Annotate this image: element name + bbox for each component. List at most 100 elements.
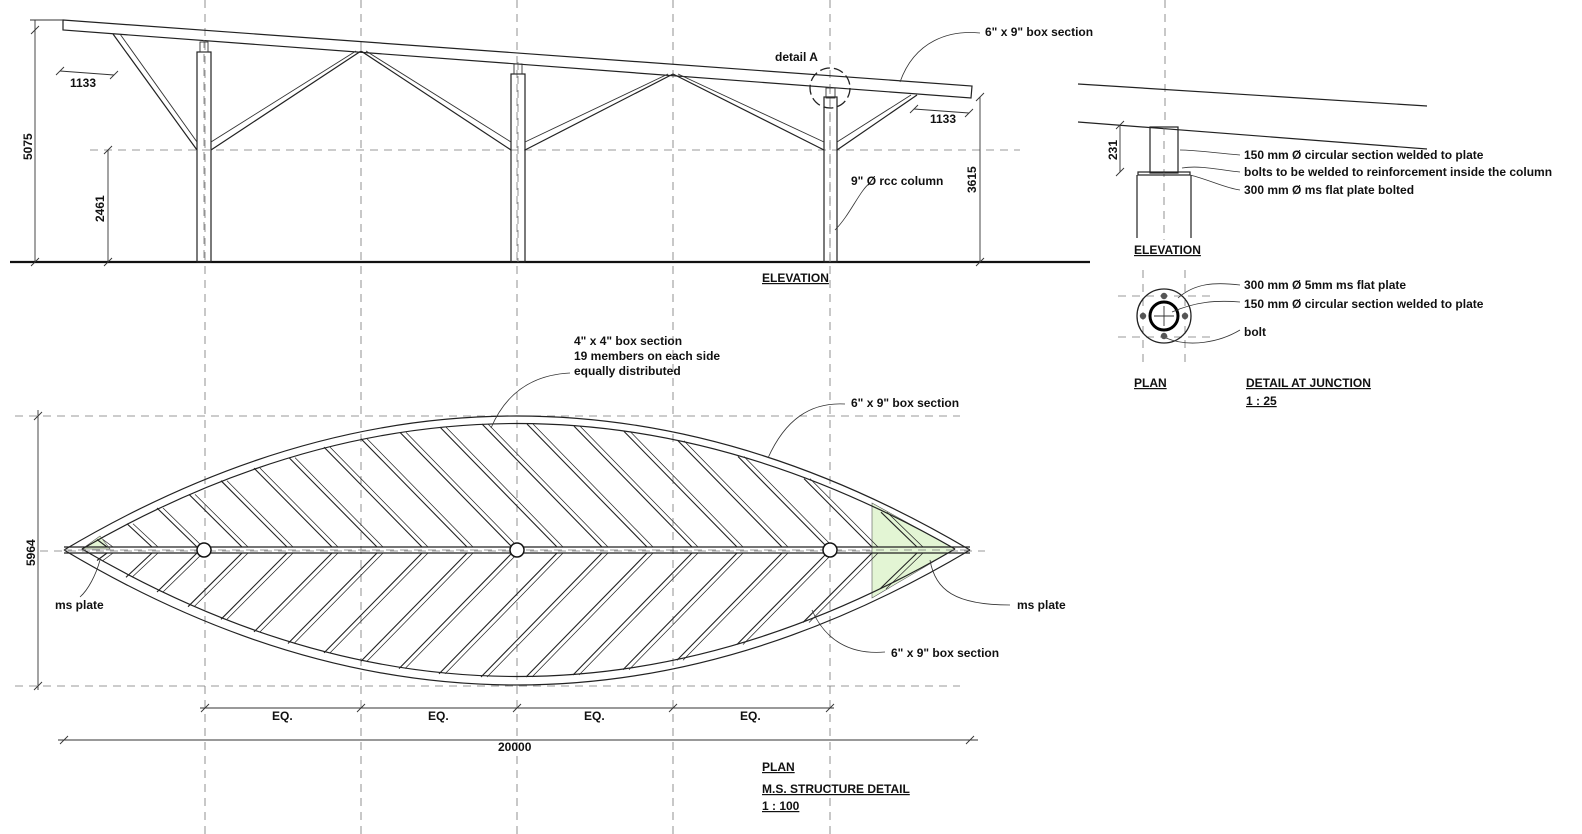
detail-plan-label-2: 150 mm Ø circular section welded to plat… xyxy=(1244,297,1484,311)
inner-top-edge xyxy=(81,422,956,550)
column-2 xyxy=(510,62,526,263)
diagonal-member xyxy=(623,430,738,548)
diagonal-member xyxy=(294,457,384,548)
diagonal-member xyxy=(572,552,693,676)
diagonal-member xyxy=(288,457,378,548)
diagonal-member xyxy=(126,523,153,548)
diagonal-member xyxy=(573,425,693,548)
members-label-2: 19 members on each side xyxy=(574,349,720,363)
outer-bottom-edge xyxy=(63,549,971,686)
detail-flat-plate xyxy=(1137,171,1191,176)
diagonal-member xyxy=(287,552,378,644)
diagonal-member xyxy=(622,552,738,671)
diagonal-member xyxy=(102,552,114,561)
beam-leader xyxy=(899,32,981,83)
detail-a-label: detail A xyxy=(775,50,818,64)
plan-column-3 xyxy=(822,542,838,558)
diagonal-member xyxy=(802,552,873,623)
diagonal-member xyxy=(439,426,558,548)
column-1 xyxy=(196,40,212,263)
diagonal-member xyxy=(525,552,648,678)
dim-20000: 20000 xyxy=(498,740,532,754)
bolt-east xyxy=(1181,312,1189,320)
detail-leader-2 xyxy=(1181,166,1241,173)
top-box-label: 6" x 9" box section xyxy=(851,396,959,410)
dim-eq-2: EQ. xyxy=(428,709,449,723)
detail-plan-label-1: 300 mm Ø 5mm ms flat plate xyxy=(1244,278,1406,292)
diagonal-member xyxy=(677,440,783,548)
diagonal-member xyxy=(366,552,474,662)
diagonal-member xyxy=(329,552,429,654)
diagonal-member xyxy=(323,446,423,548)
diagonal-member xyxy=(404,552,519,669)
diagonal-member xyxy=(736,552,828,645)
braces xyxy=(112,33,918,151)
diagonal-member xyxy=(366,438,474,548)
plan-subtitle: M.S. STRUCTURE DETAIL xyxy=(762,782,910,796)
diagonal-member xyxy=(405,432,519,548)
diagonal-member xyxy=(360,552,468,662)
diagonal-member xyxy=(444,552,564,675)
diagonal-member xyxy=(131,552,159,578)
ms-plate-right-leader xyxy=(929,559,1011,606)
dim-left-overhang: 1133 xyxy=(70,76,96,90)
diagonal-member xyxy=(156,552,198,593)
diagonal-member xyxy=(629,431,744,548)
diagonal-member xyxy=(125,552,153,578)
diagonal-member xyxy=(102,539,114,548)
diagonal-member xyxy=(879,552,918,590)
detail-a-marker xyxy=(809,67,851,109)
diagonal-member xyxy=(737,456,828,548)
outer-top-edge xyxy=(63,415,971,551)
detail-plan-leader-3 xyxy=(1165,329,1241,344)
ms-plate-left-shape xyxy=(81,535,111,550)
diagonal-member xyxy=(886,511,924,548)
diagonal-member xyxy=(743,456,834,548)
plan-title: PLAN xyxy=(762,760,795,774)
detail-plan-leader-1 xyxy=(1177,283,1241,299)
diagonal-member xyxy=(226,480,294,548)
column-3 xyxy=(823,86,838,263)
diagonal-member xyxy=(220,552,288,620)
diagonal-member xyxy=(132,523,159,548)
bolt-south xyxy=(1160,332,1168,340)
bolt-north xyxy=(1160,292,1168,300)
ms-plate-left-label: ms plate xyxy=(55,598,104,612)
diagonal-member xyxy=(323,552,423,654)
diagonal-member xyxy=(329,446,429,548)
column-leader xyxy=(834,182,871,231)
dim-3615: 3615 xyxy=(965,166,979,193)
diagonal-member xyxy=(156,507,198,548)
diagonal-member xyxy=(194,494,249,548)
top-box-leader xyxy=(767,403,846,459)
diagonal-member xyxy=(628,552,744,670)
diagonal-member xyxy=(885,552,924,590)
junction-detail: 231 150 mm Ø circular section welded to … xyxy=(1077,83,1552,408)
beam-label: 6" x 9" box section xyxy=(985,25,1093,39)
diagonal-member xyxy=(445,426,564,548)
diagonal-member xyxy=(803,478,873,548)
diagonal-member xyxy=(220,480,288,548)
diagonal-member xyxy=(253,552,333,633)
detail-leader-1 xyxy=(1179,149,1241,156)
dim-5075: 5075 xyxy=(21,133,35,160)
dim-231: 231 xyxy=(1106,140,1120,160)
diagonal-member xyxy=(481,423,603,548)
detail-title: DETAIL AT JUNCTION xyxy=(1246,376,1371,390)
diagonal-member xyxy=(226,552,294,620)
diagonal-member xyxy=(487,423,609,548)
plan-column-2 xyxy=(509,542,525,558)
diagonal-member xyxy=(682,552,789,661)
detail-beam-top xyxy=(1077,83,1428,107)
diagonal-member xyxy=(742,552,834,645)
diagonal-member xyxy=(480,552,603,678)
bottom-box-leader xyxy=(811,609,886,653)
detail-plan-leader-2 xyxy=(1171,300,1241,313)
members-label-3: equally distributed xyxy=(574,364,681,378)
detail-elev-label-2: bolts to be welded to reinforcement insi… xyxy=(1244,165,1552,179)
members-label-1: 4" x 4" box section xyxy=(574,334,682,348)
diagonal-member xyxy=(486,552,609,678)
diagonal-member xyxy=(162,507,204,548)
diagonal-member xyxy=(578,552,699,676)
